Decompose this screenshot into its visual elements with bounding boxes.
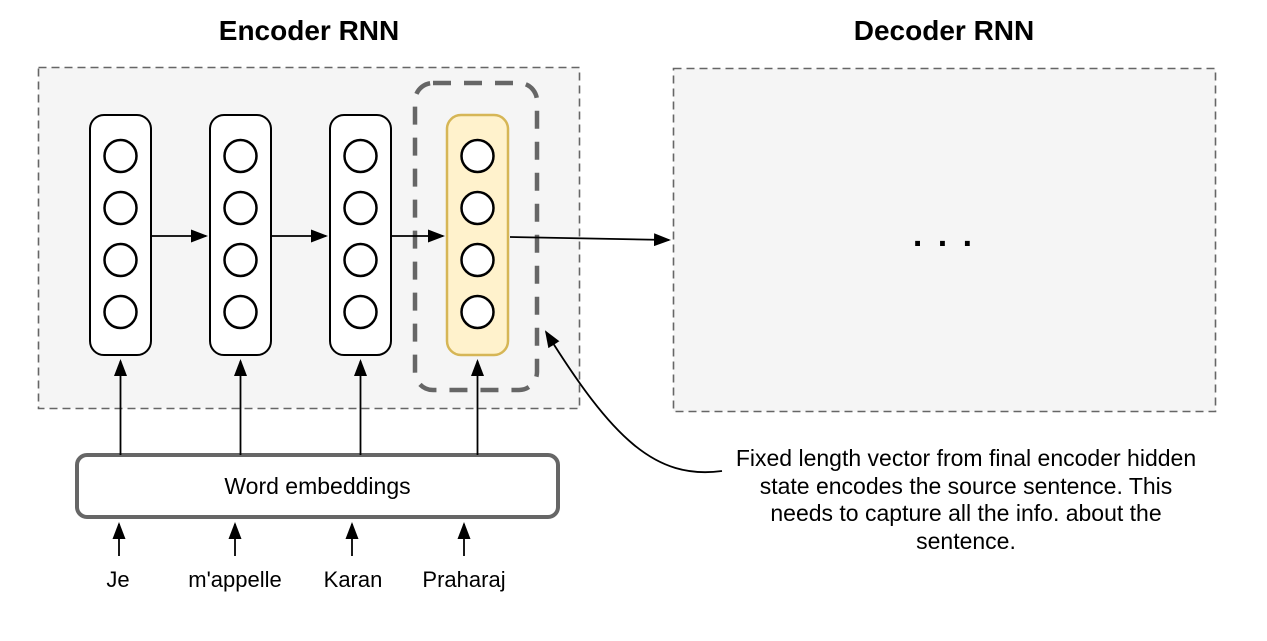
decoder-panel: [672, 67, 1217, 413]
decoder-ellipsis: . . .: [912, 216, 976, 254]
annotation-line-3: needs to capture all the info. about the: [770, 500, 1162, 526]
hidden-unit: [223, 190, 258, 226]
hidden-unit: [460, 190, 495, 226]
word-embeddings-label: Word embeddings: [224, 473, 411, 499]
hidden-unit: [460, 294, 495, 330]
hidden-unit: [343, 190, 378, 226]
hidden-unit: [460, 138, 495, 174]
input-word-praharaj: Praharaj: [422, 567, 506, 592]
final-hidden-state-column: [445, 113, 510, 357]
word-embeddings-box: [75, 453, 560, 519]
hidden-unit: [343, 242, 378, 278]
input-word-mappelle: m'appelle: [188, 567, 282, 592]
rnn-column-2: [209, 114, 272, 356]
annotation-line-1: Fixed length vector from final encoder h…: [735, 445, 1197, 471]
annotation-line-2: state encodes the source sentence. This: [759, 472, 1173, 499]
decoder-title: Decoder RNN: [853, 15, 1035, 46]
rnn-column-1: [89, 114, 152, 356]
arrow-annotation-to-final-state: [544, 330, 723, 473]
input-word-karan: Karan: [323, 567, 383, 592]
hidden-unit: [103, 190, 138, 226]
annotation-line-4: sentence.: [916, 527, 1016, 554]
fixed-vector-annotation: Fixed length vector from final encoder h…: [706, 445, 1226, 555]
arrow-encoder-to-decoder: [509, 233, 671, 247]
hidden-unit: [103, 138, 138, 174]
hidden-unit: [103, 294, 138, 330]
rnn-column-3: [329, 114, 392, 356]
hidden-unit: [223, 294, 258, 330]
hidden-unit: [223, 138, 258, 174]
hidden-unit: [343, 138, 378, 174]
hidden-unit: [460, 242, 495, 278]
hidden-unit: [223, 242, 258, 278]
hidden-unit: [343, 294, 378, 330]
input-word-je: Je: [106, 567, 130, 592]
hidden-unit: [103, 242, 138, 278]
encoder-title: Encoder RNN: [218, 15, 400, 46]
